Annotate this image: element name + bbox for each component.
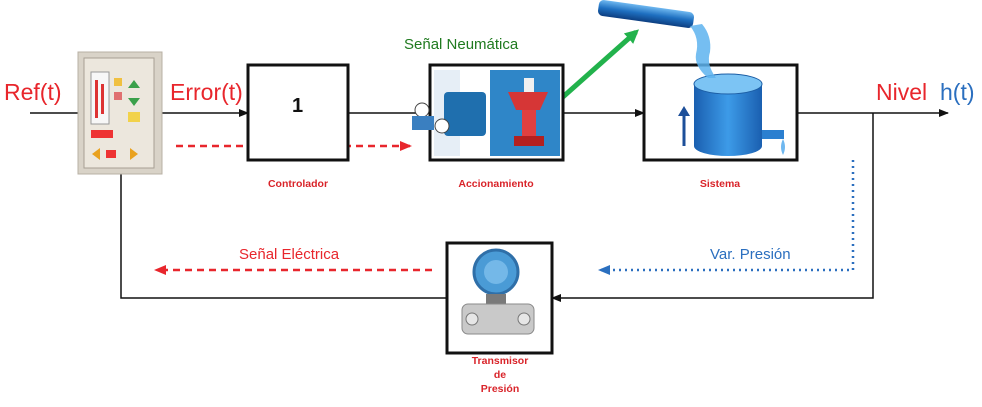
accionamiento-label: Accionamiento (458, 178, 534, 190)
var-presion-label: Var. Presión (710, 246, 791, 263)
sistema-label: Sistema (699, 178, 741, 190)
h-t-label: h(t) (940, 79, 975, 105)
ref-label: Ref(t) (4, 79, 62, 105)
error-label: Error(t) (170, 79, 243, 105)
controller-gain: 1 (292, 95, 304, 117)
nivel-label: Nivel (876, 79, 928, 105)
water-pipe-icon (598, 0, 716, 78)
controller-panel-icon (77, 51, 163, 175)
pressure-transmitter-icon (461, 248, 535, 335)
controller-block (246, 63, 350, 162)
feedback-line-left (120, 172, 447, 299)
pneumatic-valve-icon (412, 70, 560, 156)
transmisor-label-line3: Presión (480, 383, 520, 395)
feedback-line-right (551, 113, 874, 302)
transmisor-label-line2: de (493, 369, 507, 381)
senal-electrica-label: Señal Eléctrica (239, 246, 340, 263)
water-tank-icon (678, 73, 785, 156)
senal-neumatica-label: Señal Neumática (404, 36, 519, 53)
blue-dotted-arrow (598, 160, 855, 275)
transmisor-label-line1: Transmisor (471, 355, 529, 367)
transmitter-block (445, 241, 554, 355)
controlador-label: Controlador (267, 178, 329, 190)
